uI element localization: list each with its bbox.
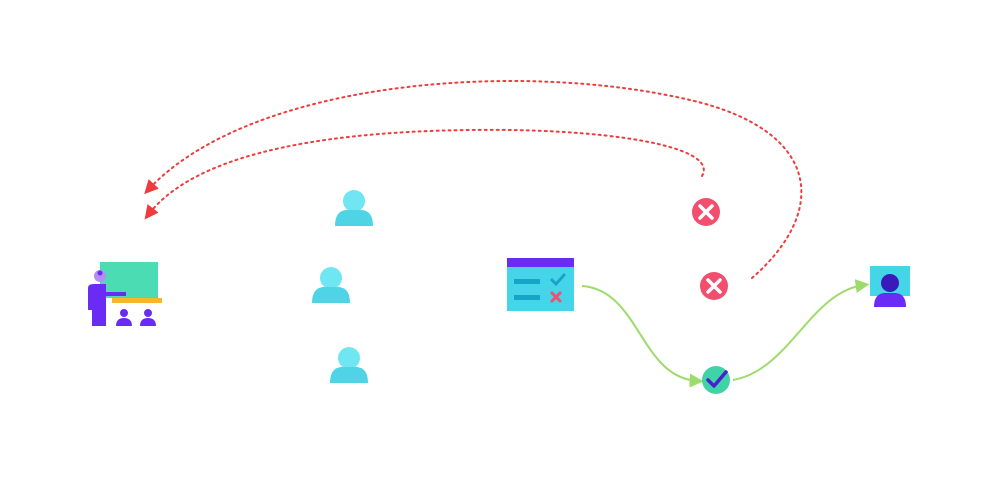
rejection-1 <box>692 198 720 226</box>
check-mark-icon <box>702 366 730 394</box>
check-to-result-arrow <box>732 279 870 381</box>
rejection-arrows <box>144 80 803 279</box>
checklist-form-icon <box>507 258 574 311</box>
person-icon <box>335 190 373 226</box>
rejection-arrow-outer <box>144 80 803 279</box>
rejection-2 <box>700 272 728 300</box>
profile-card-icon <box>870 266 910 307</box>
acceptance-arrows <box>581 279 870 388</box>
person-icon <box>330 347 368 383</box>
rejection-arrow-inner <box>144 128 705 220</box>
learner-2 <box>312 267 350 303</box>
teacher-at-whiteboard-icon <box>88 262 162 326</box>
form-to-check-arrow <box>581 285 704 388</box>
learner-1 <box>335 190 373 226</box>
x-mark-icon <box>692 198 720 226</box>
x-mark-icon <box>700 272 728 300</box>
learner-3 <box>330 347 368 383</box>
person-icon <box>312 267 350 303</box>
